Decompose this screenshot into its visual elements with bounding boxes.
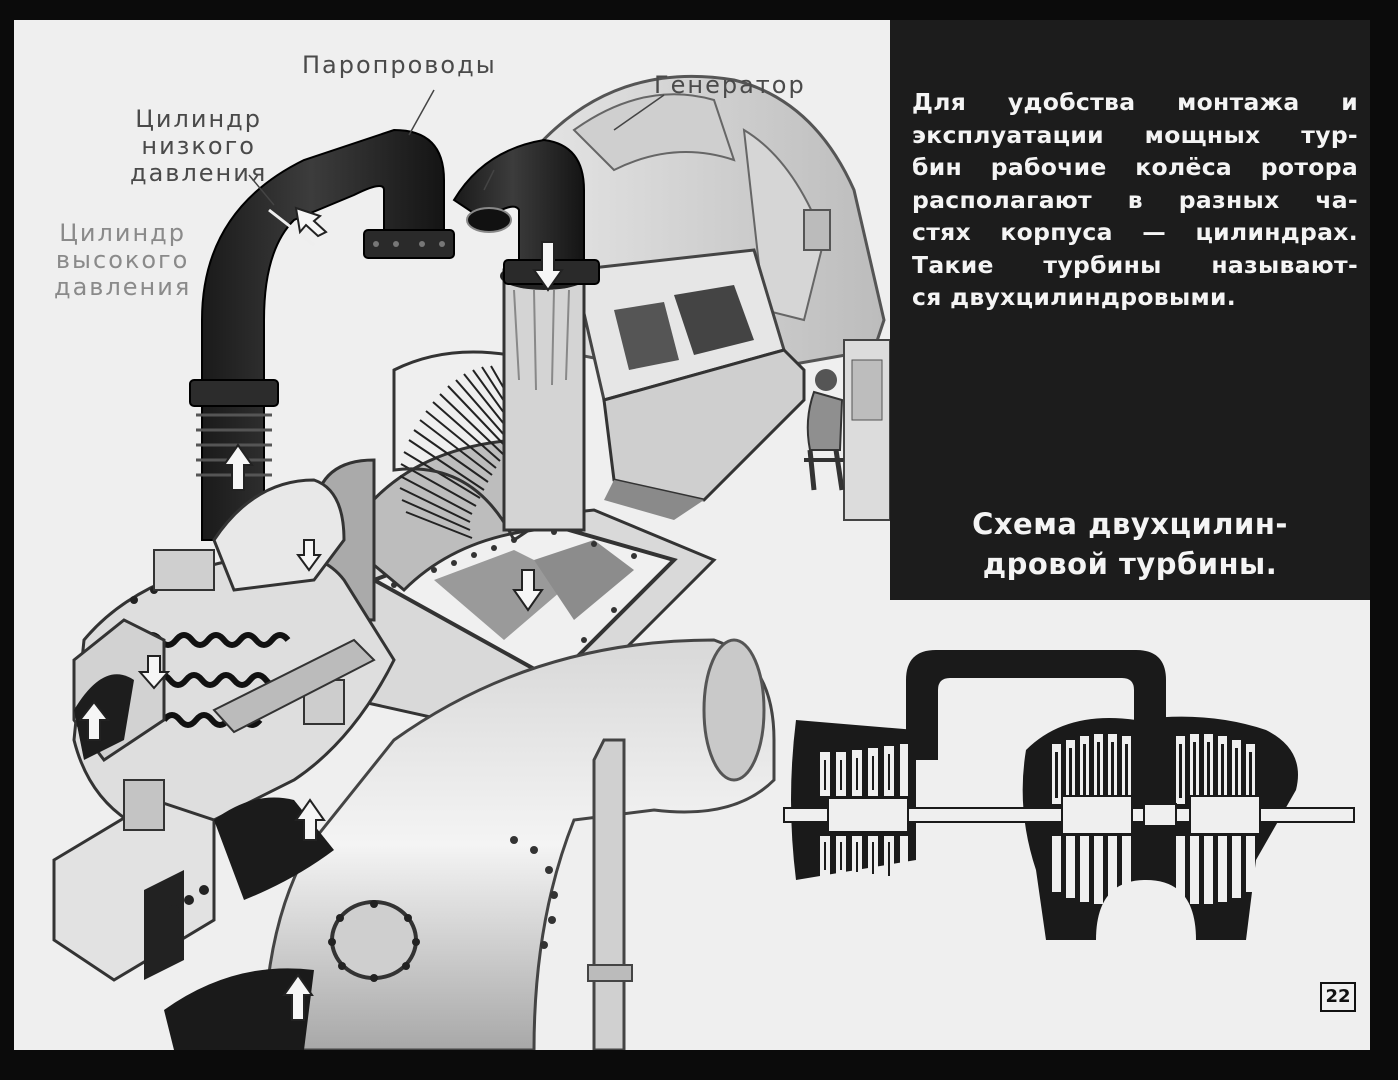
schema-lp-cylinder bbox=[1022, 716, 1298, 940]
paragraph-line: Такие турбины называют- bbox=[912, 250, 1358, 279]
caption-line: Схема двухцилин- bbox=[972, 507, 1288, 541]
operator-figure bbox=[804, 339, 891, 521]
two-cylinder-turbine-schematic bbox=[783, 650, 1355, 940]
lp-steam-inlet bbox=[500, 262, 588, 532]
schema-crossover-pipe bbox=[906, 650, 1166, 760]
generator-housing bbox=[532, 74, 886, 520]
paragraph-line: стях корпуса — цилиндрах. bbox=[912, 218, 1358, 246]
label-steam-pipes: Паропроводы bbox=[302, 52, 497, 79]
label-hp-cylinder: Цилиндр высокого давления bbox=[54, 220, 191, 301]
description-paragraph: Для удобства монтажа и эксплуатации мощн… bbox=[912, 86, 1358, 314]
label-hp-line-2: высокого bbox=[55, 246, 190, 274]
paragraph-line: ся двухцилиндровыми. bbox=[912, 283, 1236, 311]
label-steam-pipes-text: Паропроводы bbox=[302, 51, 497, 79]
paragraph-line: эксплуатации мощных тур- bbox=[912, 120, 1358, 149]
caption-line: дровой турбины. bbox=[982, 547, 1278, 581]
crossover-steam-pipe bbox=[189, 89, 665, 541]
label-generator: Генератор bbox=[654, 72, 806, 99]
label-lp-cylinder: Цилиндр низкого давления bbox=[130, 106, 267, 187]
filmstrip-frame: Паропроводы Генератор Цилиндр низкого да… bbox=[14, 20, 1370, 1050]
label-hp-line-1: Цилиндр bbox=[59, 219, 186, 247]
schema-rotor-shaft bbox=[783, 795, 1355, 835]
paragraph-line: бин рабочие колёса ротора bbox=[912, 153, 1358, 181]
label-lp-line-2: низкого bbox=[141, 132, 256, 160]
label-lp-line-1: Цилиндр bbox=[135, 105, 262, 133]
label-hp-line-3: давления bbox=[54, 273, 192, 301]
turbine-cutaway-illustration bbox=[52, 74, 891, 1050]
paragraph-line: Для удобства монтажа и bbox=[912, 88, 1358, 116]
description-panel: Для удобства монтажа и эксплуатации мощн… bbox=[890, 20, 1370, 600]
label-generator-text: Генератор bbox=[654, 71, 806, 99]
page-number: 22 bbox=[1320, 982, 1356, 1012]
schema-caption: Схема двухцилин- дровой турбины. bbox=[920, 504, 1340, 584]
paragraph-line: располагают в разных ча- bbox=[912, 185, 1358, 214]
steam-flow-arrows bbox=[77, 206, 564, 1021]
label-lp-line-3: давления bbox=[130, 159, 268, 187]
condenser-vessel bbox=[262, 638, 776, 1050]
